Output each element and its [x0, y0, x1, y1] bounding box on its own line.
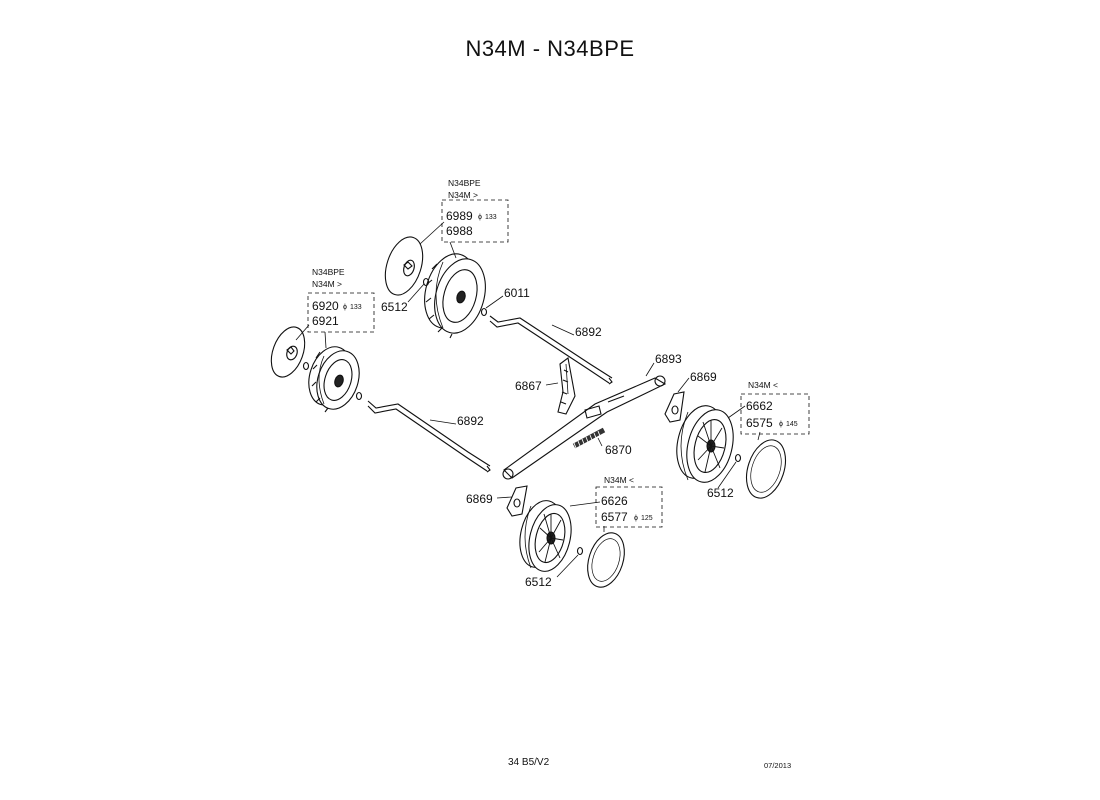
- page-code: 34 B5/V2: [508, 757, 550, 768]
- part-number: 6577: [601, 510, 628, 524]
- part-label-hubcap-front-right: 6512: [707, 486, 734, 500]
- part-label-bracket-left: 6869: [466, 492, 493, 506]
- page-date: 07/2013: [764, 761, 792, 770]
- part-number: 6989: [446, 209, 473, 223]
- part-number: 6662: [746, 399, 773, 413]
- model-label: N34M <: [748, 380, 778, 390]
- wheel-rear-right-icon: [416, 248, 493, 339]
- callout-box-front-left: [595, 486, 663, 528]
- part-label-spring: 6870: [605, 443, 632, 457]
- model-label: N34BPE: [448, 178, 481, 188]
- part-label-bracket-right: 6869: [690, 370, 717, 384]
- part-number: 6575: [746, 416, 773, 430]
- part-number: 6920: [312, 299, 339, 313]
- diameter-value: 145: [786, 421, 798, 428]
- hubcap-rear-right-icon: [379, 232, 430, 300]
- diameter-value: 133: [350, 304, 362, 311]
- page-title: N34M - N34BPE: [465, 36, 635, 61]
- height-bracket-right-icon: [665, 392, 684, 422]
- callout-box-front-right: [740, 393, 810, 435]
- model-label: N34BPE: [312, 267, 345, 277]
- height-bracket-left-icon: [507, 486, 527, 516]
- part-number: 6921: [312, 314, 339, 328]
- model-label: N34M >: [312, 279, 342, 289]
- callout-box-rear-right: [441, 199, 509, 243]
- part-number: 6626: [601, 494, 628, 508]
- part-label-hubcap-front-left: 6512: [525, 575, 552, 589]
- spring-icon: [574, 430, 604, 448]
- axle-rear-upper-icon: [490, 316, 612, 384]
- diameter-symbol: ϕ: [343, 304, 347, 311]
- diameter-symbol: ϕ: [779, 421, 783, 428]
- hubcap-front-left-icon: [581, 528, 631, 592]
- washer-icon: [355, 391, 363, 401]
- diameter-value: 133: [485, 214, 497, 221]
- diameter-symbol: ϕ: [478, 214, 482, 221]
- washer-icon: [734, 453, 742, 463]
- hubcap-rear-left-icon: [265, 322, 311, 381]
- washer-icon: [422, 277, 430, 287]
- callout-box-rear-left: [307, 292, 375, 333]
- part-label-hubcap-rear: 6512: [381, 300, 408, 314]
- part-label-front-axle: 6893: [655, 352, 682, 366]
- axle-rear-lower-icon: [368, 401, 490, 472]
- washer-icon: [302, 361, 310, 371]
- washer-icon: [576, 546, 584, 556]
- washer-icon: [480, 307, 488, 317]
- front-axle-icon: [503, 376, 665, 479]
- wheel-front-left-icon: [513, 496, 577, 576]
- part-label-washer-rear: 6011: [504, 286, 530, 300]
- leader-lines: [295, 221, 761, 578]
- wheel-rear-left-icon: [302, 341, 367, 414]
- diameter-value: 125: [641, 515, 653, 522]
- model-label: N34M <: [604, 475, 634, 485]
- wheel-front-right-icon: [670, 401, 741, 487]
- model-label: N34M >: [448, 190, 478, 200]
- part-number: 6988: [446, 224, 473, 238]
- part-label-axle-rear-lower: 6892: [457, 414, 484, 428]
- part-label-lever: 6867: [515, 379, 542, 393]
- height-lever-icon: [558, 358, 575, 414]
- hubcap-front-right-icon: [740, 435, 793, 503]
- part-label-axle-rear-upper: 6892: [575, 325, 602, 339]
- diameter-symbol: ϕ: [634, 515, 638, 522]
